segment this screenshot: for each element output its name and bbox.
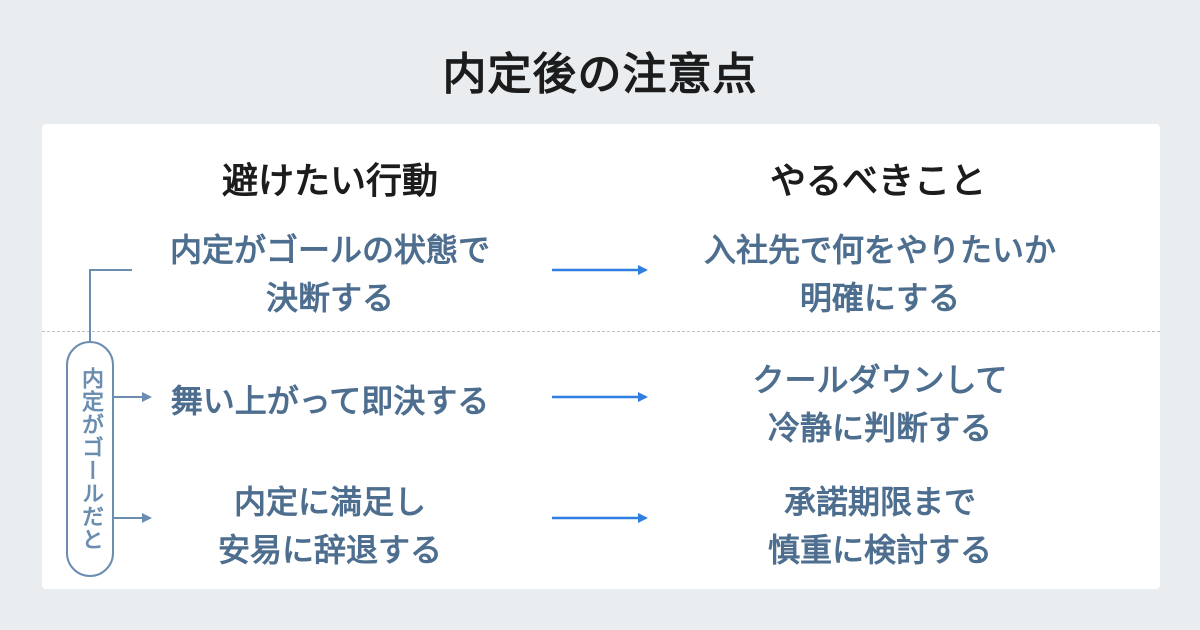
page-title: 内定後の注意点 bbox=[442, 49, 758, 100]
section-divider bbox=[42, 331, 1160, 332]
avoid-item-3-line-2: 安易に辞退する bbox=[217, 531, 442, 569]
avoid-header: 避けたい行動 bbox=[221, 161, 438, 202]
avoid-item-1-line-1: 内定がゴールの状態で bbox=[169, 231, 490, 269]
do-header: やるべきこと bbox=[769, 161, 986, 202]
do-item-3-line-1: 承諾期限まで bbox=[783, 483, 976, 521]
avoid-item-2: 舞い上がって即決する bbox=[130, 377, 530, 425]
avoid-item-1: 内定がゴールの状態で 決断する bbox=[130, 226, 530, 322]
bracket-line bbox=[89, 269, 132, 341]
side-label-text: 内定がゴールだと bbox=[78, 367, 103, 551]
do-item-3: 承諾期限まで 慎重に検討する bbox=[660, 478, 1100, 574]
avoid-item-3: 内定に満足し 安易に辞退する bbox=[130, 478, 530, 574]
do-item-2: クールダウンして 冷静に判断する bbox=[660, 356, 1100, 452]
content-card bbox=[42, 124, 1160, 589]
avoid-item-3-line-1: 内定に満足し bbox=[233, 483, 426, 521]
do-item-1-line-2: 明確にする bbox=[799, 279, 961, 317]
do-item-2-line-1: クールダウンして bbox=[752, 361, 1008, 399]
do-item-2-line-2: 冷静に判断する bbox=[767, 409, 992, 447]
side-label-pill: 内定がゴールだと bbox=[66, 341, 114, 577]
avoid-item-2-line-1: 舞い上がって即決する bbox=[170, 382, 490, 420]
do-item-3-line-2: 慎重に検討する bbox=[767, 531, 992, 569]
do-item-1-line-1: 入社先で何をやりたいか bbox=[703, 231, 1056, 269]
avoid-item-1-line-2: 決断する bbox=[265, 279, 394, 317]
do-item-1: 入社先で何をやりたいか 明確にする bbox=[660, 226, 1100, 322]
